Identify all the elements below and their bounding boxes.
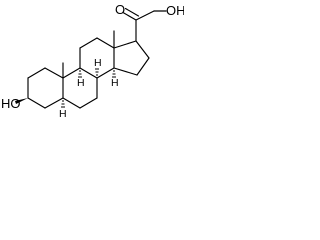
ring-a <box>27 67 64 109</box>
hashed-bond-h5 <box>61 100 65 108</box>
hashed-bond-h14 <box>112 70 116 78</box>
steroid-structure-diagram: O OH HO H H H H <box>1 2 184 120</box>
h5-label: H <box>59 108 67 120</box>
ring-a-hydroxyl-label: HO <box>1 96 21 111</box>
h9-label: H <box>77 77 85 89</box>
ketone-oxygen-label: O <box>115 2 125 17</box>
ho-wedge-bond <box>15 98 28 104</box>
ring-d <box>113 40 150 76</box>
hashed-bond-h9 <box>78 70 82 78</box>
ring-c <box>79 37 115 79</box>
terminal-hydroxyl-label: OH <box>166 3 184 18</box>
h14-label: H <box>111 77 119 89</box>
side-chain <box>122 7 167 42</box>
hashed-bond-h8 <box>95 68 99 76</box>
ring-b <box>62 67 98 109</box>
h8-label: H <box>94 57 102 69</box>
